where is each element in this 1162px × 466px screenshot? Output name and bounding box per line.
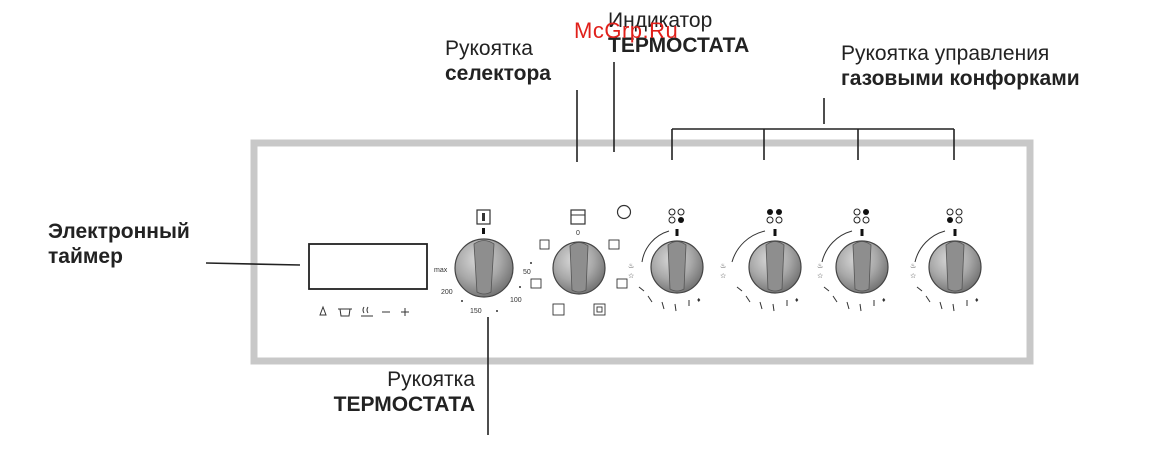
selector-knob-label-line1: Рукоятка xyxy=(445,37,533,60)
star-icon: ☆ xyxy=(720,272,726,280)
bottom-heat-icon xyxy=(552,303,565,316)
scale-max: max xyxy=(434,267,448,274)
thermostat-knob-label-line1: Рукоятка xyxy=(387,368,475,391)
gas-burner-knob-2[interactable]: ♨ ☆ ♦ xyxy=(720,209,802,312)
light-mode-icon xyxy=(530,278,542,289)
electronic-timer-label: Электронный таймер xyxy=(48,219,190,269)
scale-100: 100 xyxy=(510,297,522,304)
leader-lines xyxy=(205,62,955,435)
bell-icon xyxy=(319,305,327,316)
electronic-timer-label-line1: Электронный xyxy=(48,220,190,243)
thermostat-knob-label-line2: ТЕРМОСТАТА xyxy=(333,393,475,416)
oven-icon xyxy=(570,209,586,225)
flame-icon: ♨ xyxy=(817,262,823,270)
watermark: McGrp.Ru xyxy=(574,18,679,43)
pot-icon xyxy=(338,308,352,317)
grill-mode-icon xyxy=(539,239,550,250)
thermostat-indicator-lamp xyxy=(616,204,632,220)
gas-burner-knob-3[interactable]: ♨ ☆ ♦ xyxy=(817,208,889,312)
gas-burner-knob-1[interactable]: ♨ ☆ ♦ xyxy=(628,208,704,312)
top-heat-icon xyxy=(608,239,620,250)
flame-icon: ♨ xyxy=(910,262,916,270)
small-flame-icon: ♦ xyxy=(697,297,701,304)
selector-knob-label-line2: селектора xyxy=(445,62,551,85)
small-flame-icon: ♦ xyxy=(882,297,886,304)
scale-200: 200 xyxy=(441,289,453,296)
small-flame-icon: ♦ xyxy=(795,297,799,304)
gas-burner-knobs-label: Рукоятка управления газовыми конфорками xyxy=(841,41,1080,91)
defrost-icon xyxy=(616,278,628,289)
electronic-timer-label-line2: таймер xyxy=(48,245,123,268)
thermostat-indicator-label-line1: Индикатор xyxy=(608,9,713,32)
flame-icon: ♨ xyxy=(720,262,726,270)
selector-zero: 0 xyxy=(576,230,580,237)
scale-50: 50 xyxy=(523,269,531,276)
burner-position-icon xyxy=(946,208,963,224)
thermostat-indicator-label: Индикатор ТЕРМОСТАТА xyxy=(608,8,749,58)
gas-burner-knob-4[interactable]: ♨ ☆ ♦ xyxy=(910,208,982,312)
thermostat-knob-label: Рукоятка ТЕРМОСТАТА xyxy=(307,367,475,417)
fan-mode-icon xyxy=(593,303,606,316)
thermostat-knob[interactable]: max 200 150 100 50 xyxy=(434,209,531,315)
star-icon: ☆ xyxy=(817,272,823,280)
plus-icon xyxy=(401,308,409,316)
burner-position-icon xyxy=(853,208,870,224)
selector-knob-label: Рукоятка селектора xyxy=(445,36,551,86)
timer-buttons[interactable] xyxy=(319,305,409,317)
gas-burner-knobs-label-line1: Рукоятка управления xyxy=(841,42,1050,65)
thermostat-indicator-label-line2: ТЕРМОСТАТА xyxy=(608,34,750,57)
burner-position-icon xyxy=(766,209,783,224)
thermometer-icon xyxy=(476,209,491,225)
star-icon: ☆ xyxy=(910,272,916,280)
star-icon: ☆ xyxy=(628,272,634,280)
scale-150: 150 xyxy=(470,308,482,315)
timer-leader xyxy=(205,262,301,266)
flame-icon: ♨ xyxy=(628,262,634,270)
selector-knob[interactable]: 0 xyxy=(530,209,628,316)
steam-icon xyxy=(361,306,373,317)
timer-display xyxy=(308,243,428,290)
small-flame-icon: ♦ xyxy=(975,297,979,304)
gas-burner-knobs-label-line2: газовыми конфорками xyxy=(841,67,1080,90)
burner-position-icon xyxy=(668,208,685,224)
